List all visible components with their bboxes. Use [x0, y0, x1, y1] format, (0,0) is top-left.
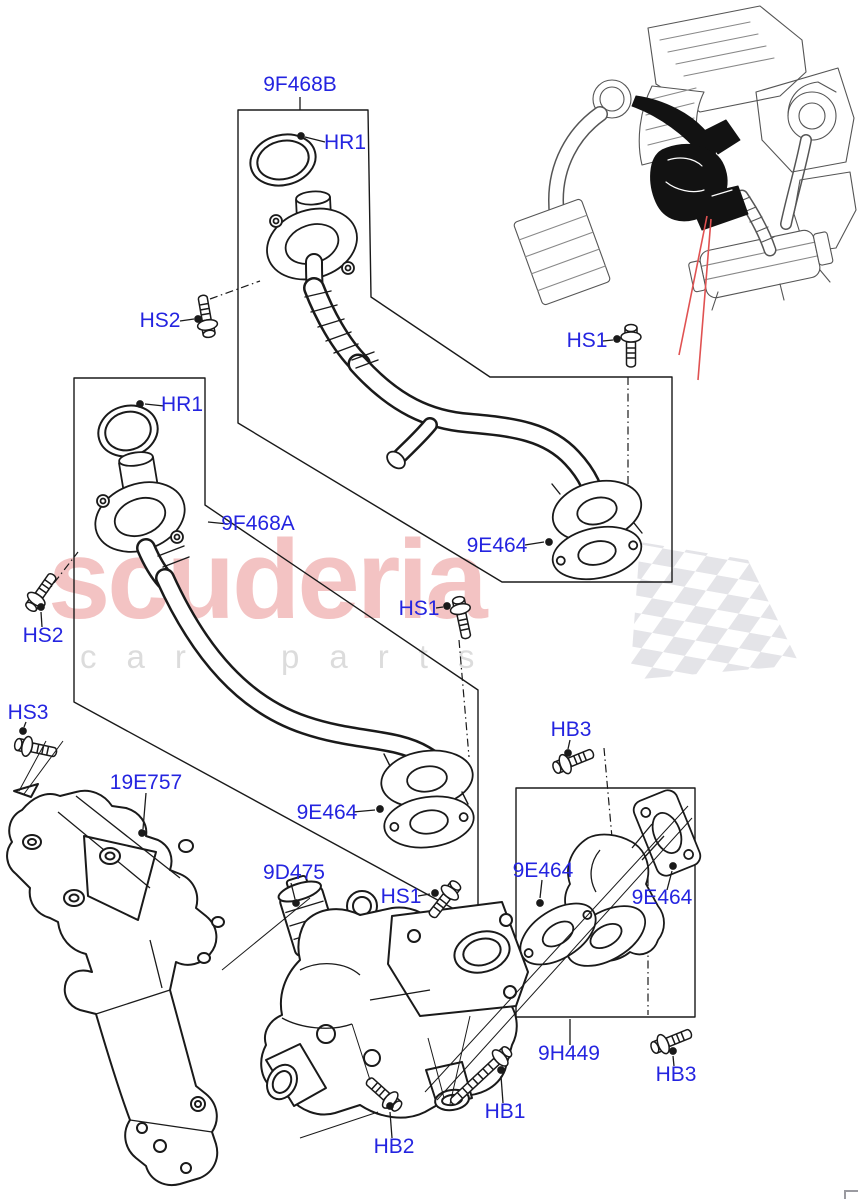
part-label-HS1-top-right[interactable]: HS1 — [566, 329, 608, 352]
egr-tube-9F468A — [94, 451, 474, 809]
part-label-9E464-top[interactable]: 9E464 — [466, 534, 528, 557]
part-label-HS1-middle[interactable]: HS1 — [398, 597, 440, 620]
part-label-HB2[interactable]: HB2 — [373, 1135, 415, 1158]
part-label-HB1[interactable]: HB1 — [484, 1100, 526, 1123]
part-label-9F468B[interactable]: 9F468B — [263, 73, 337, 96]
part-label-19E757[interactable]: 19E757 — [109, 771, 183, 794]
part-label-HB3-top[interactable]: HB3 — [550, 718, 592, 741]
part-label-HB3-bottom[interactable]: HB3 — [655, 1063, 697, 1086]
watermark-tagline: car parts — [80, 638, 505, 675]
assembly-wedge-lines — [18, 740, 693, 1139]
gasket-9E464-top — [551, 525, 643, 581]
part-label-HS2-left[interactable]: HS2 — [22, 624, 64, 647]
outlet-elbow-9H449 — [519, 789, 702, 967]
part-label-9E464-middle[interactable]: 9E464 — [296, 801, 358, 824]
gasket-9E464-right-part — [632, 789, 702, 877]
gasket-9E464-left-part — [519, 902, 597, 966]
part-label-9E464-left[interactable]: 9E464 — [512, 859, 574, 882]
part-label-HR1-left[interactable]: HR1 — [160, 393, 204, 416]
o-ring-hr1-top — [249, 133, 317, 187]
part-label-9E464-right[interactable]: 9E464 — [631, 886, 693, 909]
egr-tube-9F468B — [266, 190, 643, 543]
part-label-HS2-top[interactable]: HS2 — [139, 309, 181, 332]
egr-valve-9D475 — [260, 874, 529, 1119]
leader-lines-and-dots — [19, 97, 677, 1139]
group-box-9F468B — [237, 109, 673, 583]
part-label-HS3[interactable]: HS3 — [7, 701, 49, 724]
part-label-9H449[interactable]: 9H449 — [538, 1042, 600, 1065]
part-label-9F468A[interactable]: 9F468A — [221, 512, 295, 535]
part-label-HS1-bottom[interactable]: HS1 — [380, 885, 422, 908]
engine-location-thumbnail — [513, 5, 857, 311]
part-label-9D475[interactable]: 9D475 — [263, 861, 325, 884]
part-label-HR1-top[interactable]: HR1 — [323, 131, 367, 154]
group-box-9F468A — [73, 377, 479, 923]
group-box-9H449 — [515, 787, 696, 1018]
location-pointer-lines — [678, 215, 712, 381]
gasket-9E464-middle — [383, 795, 475, 849]
corner-mark — [844, 1190, 858, 1199]
